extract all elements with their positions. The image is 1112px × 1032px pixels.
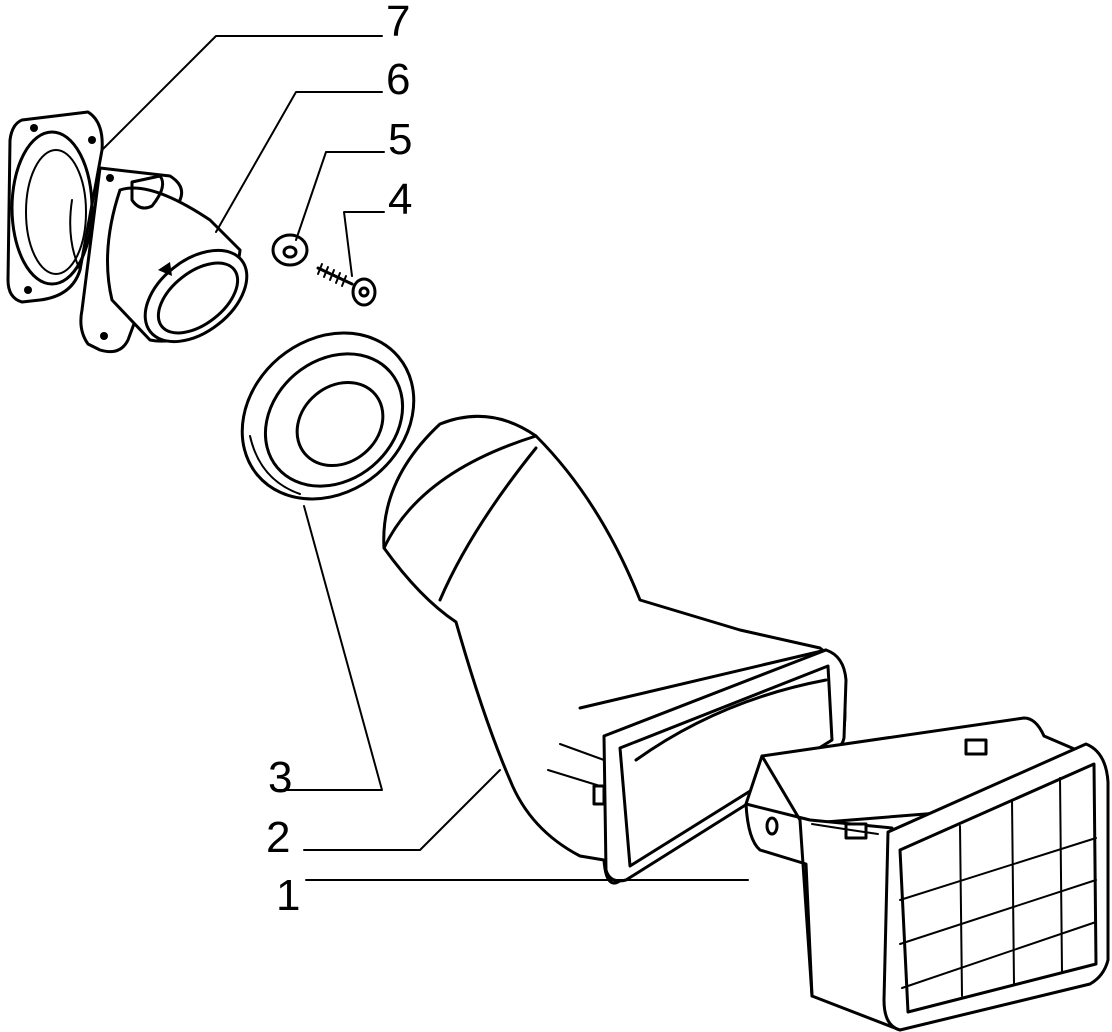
part-5-washer [271, 233, 309, 267]
callout-1: 1 [276, 871, 300, 920]
callout-4: 4 [388, 175, 412, 224]
callout-3: 3 [268, 753, 292, 802]
part-7-gasket-plate [6, 110, 104, 304]
leader-lines [101, 35, 749, 881]
part-1-vent-grille [744, 716, 1110, 1032]
callout-labels: 7 6 5 4 3 2 1 [266, 0, 412, 920]
part-6-nozzle [69, 166, 249, 354]
callout-6: 6 [386, 55, 410, 104]
leader-4 [343, 211, 385, 277]
leader-3 [275, 505, 383, 791]
leader-5 [295, 151, 385, 241]
leader-7 [101, 35, 383, 151]
part-4-screw [316, 263, 377, 307]
callout-7: 7 [386, 0, 410, 46]
callout-5: 5 [388, 115, 412, 164]
leader-2 [303, 769, 501, 851]
leader-6 [215, 91, 383, 233]
part-3-gasket-ring [240, 331, 416, 501]
callout-2: 2 [266, 813, 290, 862]
